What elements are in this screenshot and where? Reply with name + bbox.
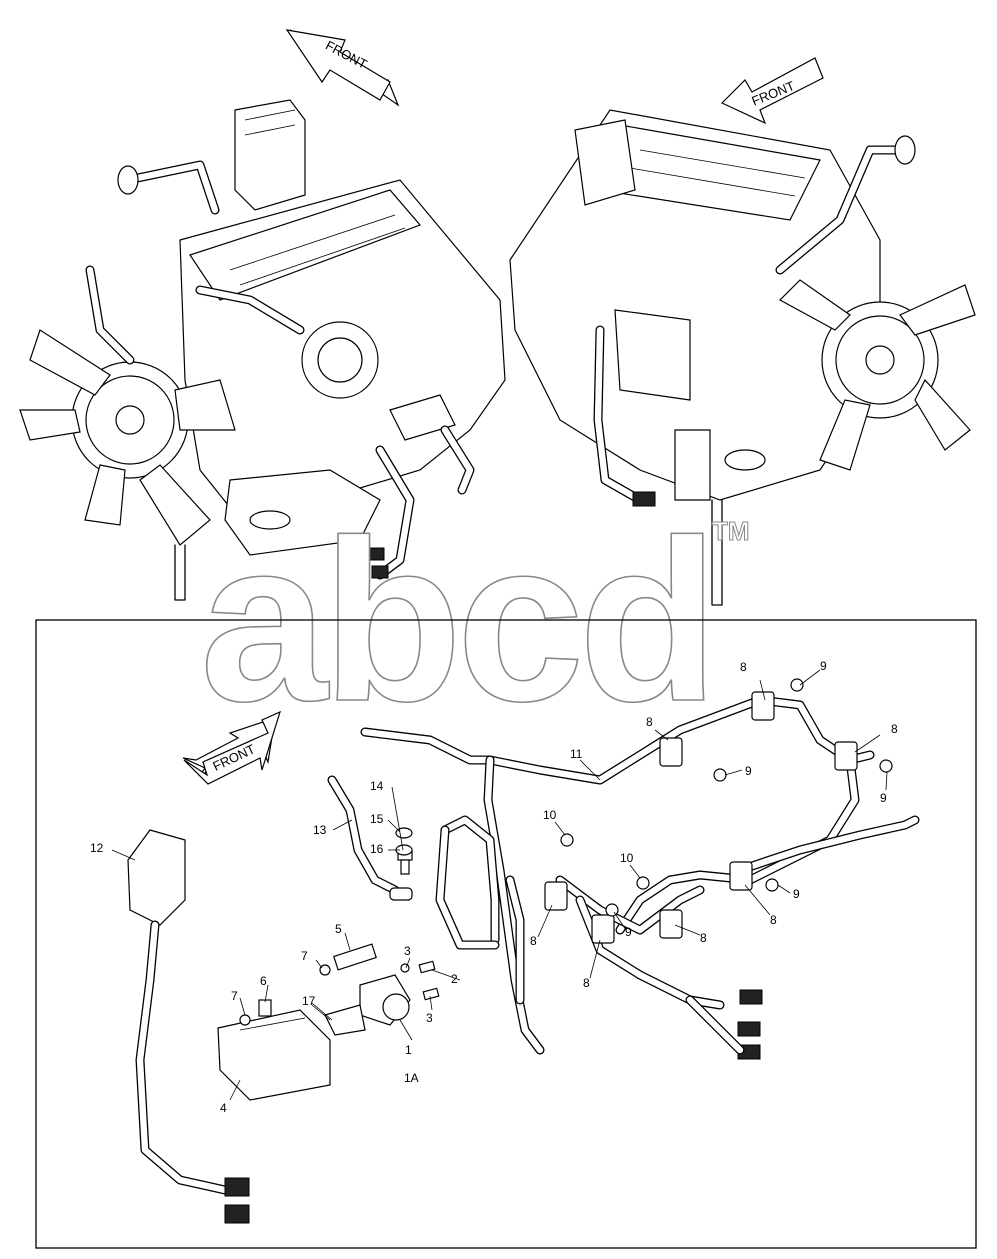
hose-13: [327, 775, 413, 901]
callout-3a: 3: [404, 944, 411, 958]
callout-17: 17: [302, 994, 316, 1008]
callout-9a: 9: [820, 659, 827, 673]
callout-12: 12: [90, 841, 104, 855]
callout-8b: 8: [646, 715, 653, 729]
callout-8g: 8: [583, 976, 590, 990]
nuts-10: [560, 833, 650, 890]
callout-8f: 8: [530, 934, 537, 948]
callout-8d: 8: [770, 913, 777, 927]
callout-6: 6: [260, 974, 267, 988]
callout-15: 15: [370, 812, 384, 826]
callout-13: 13: [313, 823, 327, 837]
callout-10a: 10: [543, 808, 557, 822]
callout-8e: 8: [700, 931, 707, 945]
callout-labels: 1 1A 2 3 3 4 5 6 7 7 8 8 8 8 8 8 8 9 9 9…: [90, 659, 898, 1115]
callout-8c: 8: [891, 722, 898, 736]
callout-8a: 8: [740, 660, 747, 674]
fan-right: [779, 279, 976, 471]
callout-7a: 7: [301, 949, 308, 963]
watermark-tm: TM: [712, 516, 750, 546]
callout-4: 4: [220, 1101, 227, 1115]
callout-9b: 9: [745, 764, 752, 778]
callout-9c: 9: [880, 791, 887, 805]
callout-1: 1: [405, 1043, 412, 1057]
callout-10b: 10: [620, 851, 634, 865]
callout-14: 14: [370, 779, 384, 793]
harness-11: [360, 691, 920, 1060]
callout-9e: 9: [625, 925, 632, 939]
callout-5: 5: [335, 922, 342, 936]
callout-1a: 1A: [404, 1071, 419, 1085]
sensor-assembly: [217, 943, 440, 1101]
harness-12: [127, 829, 250, 1224]
leader-lines: [111, 669, 888, 1101]
callout-11: 11: [570, 747, 583, 761]
callout-7b: 7: [231, 989, 238, 1003]
callout-3b: 3: [426, 1011, 433, 1025]
engine-left-view: [19, 99, 506, 601]
engine-right-view: [509, 109, 976, 606]
front-arrow-top-left: FRONT: [285, 29, 400, 107]
front-arrow-top-right: FRONT: [720, 57, 824, 125]
callout-2: 2: [451, 972, 458, 986]
washer-15: [395, 827, 413, 839]
fan-left: [19, 329, 236, 546]
callout-16: 16: [370, 842, 384, 856]
callout-9d: 9: [793, 887, 800, 901]
detail-frame: [35, 619, 977, 1249]
